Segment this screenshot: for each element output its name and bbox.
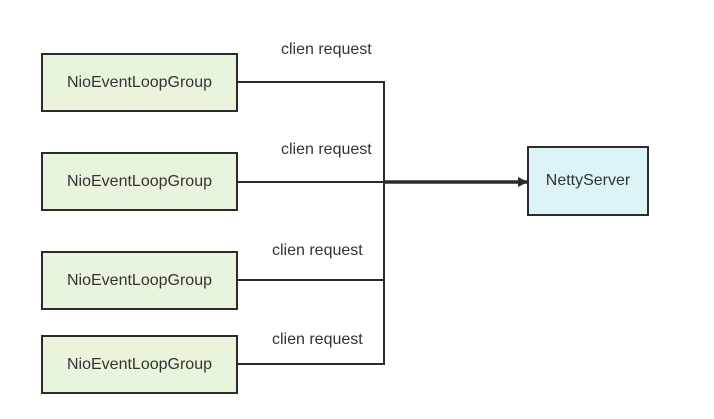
nio-event-loop-group-node-2: NioEventLoopGroup — [41, 152, 238, 211]
node-label: NioEventLoopGroup — [67, 73, 212, 91]
nio-event-loop-group-node-3: NioEventLoopGroup — [41, 251, 238, 310]
edge-label-1: clien request — [281, 41, 372, 58]
netty-server-node: NettyServer — [527, 146, 649, 216]
edge-label-4: clien request — [272, 331, 363, 348]
nio-event-loop-group-node-4: NioEventLoopGroup — [41, 335, 238, 394]
edge-label-2: clien request — [281, 141, 372, 158]
node-label: NioEventLoopGroup — [67, 172, 212, 190]
node-label: NioEventLoopGroup — [67, 271, 212, 289]
edge-label-3: clien request — [272, 242, 363, 259]
node-label: NettyServer — [545, 172, 631, 189]
nio-event-loop-group-node-1: NioEventLoopGroup — [41, 53, 238, 112]
node-label: NioEventLoopGroup — [67, 355, 212, 373]
